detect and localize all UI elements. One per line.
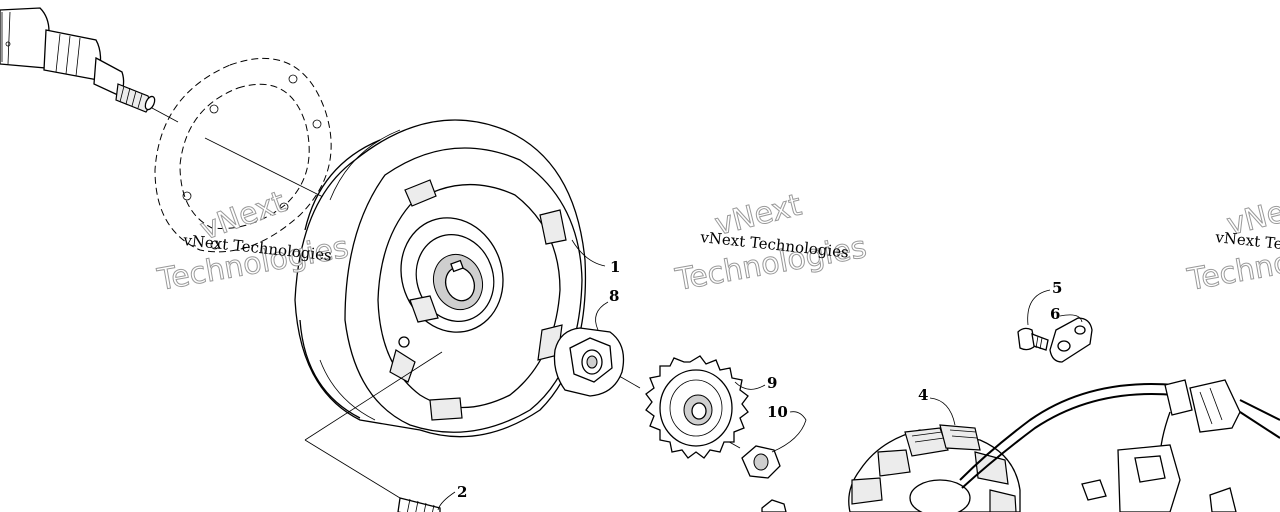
wire-clamp [1049, 317, 1093, 363]
callout-9: 9 [767, 374, 777, 392]
callout-2: 2 [457, 483, 467, 501]
watermark-center: vNext Technologies vNext Technologies [672, 187, 870, 299]
leader-lines [437, 239, 1083, 511]
starter-gear [645, 355, 749, 459]
callout-1: 1 [610, 258, 620, 276]
gasket-ring [154, 57, 332, 253]
stator-screw [1017, 327, 1049, 351]
crankshaft [0, 7, 156, 113]
callout-10: 10 [767, 403, 788, 421]
watermark-right: vNext Technologies vNext Technologies [1184, 187, 1280, 299]
lower-nut [761, 499, 787, 512]
flywheel-bolt [304, 351, 443, 512]
callout-labels: 1 2 4 5 6 8 9 10 [457, 258, 1062, 501]
callout-5: 5 [1052, 279, 1062, 297]
flywheel-nut [553, 327, 625, 397]
flywheel [294, 119, 587, 438]
gear-nut [741, 445, 781, 479]
callout-6: 6 [1050, 305, 1060, 323]
wiring-harness [1081, 379, 1280, 512]
stator-assembly [848, 383, 1176, 512]
callout-8: 8 [609, 287, 619, 305]
callout-4: 4 [918, 386, 928, 404]
